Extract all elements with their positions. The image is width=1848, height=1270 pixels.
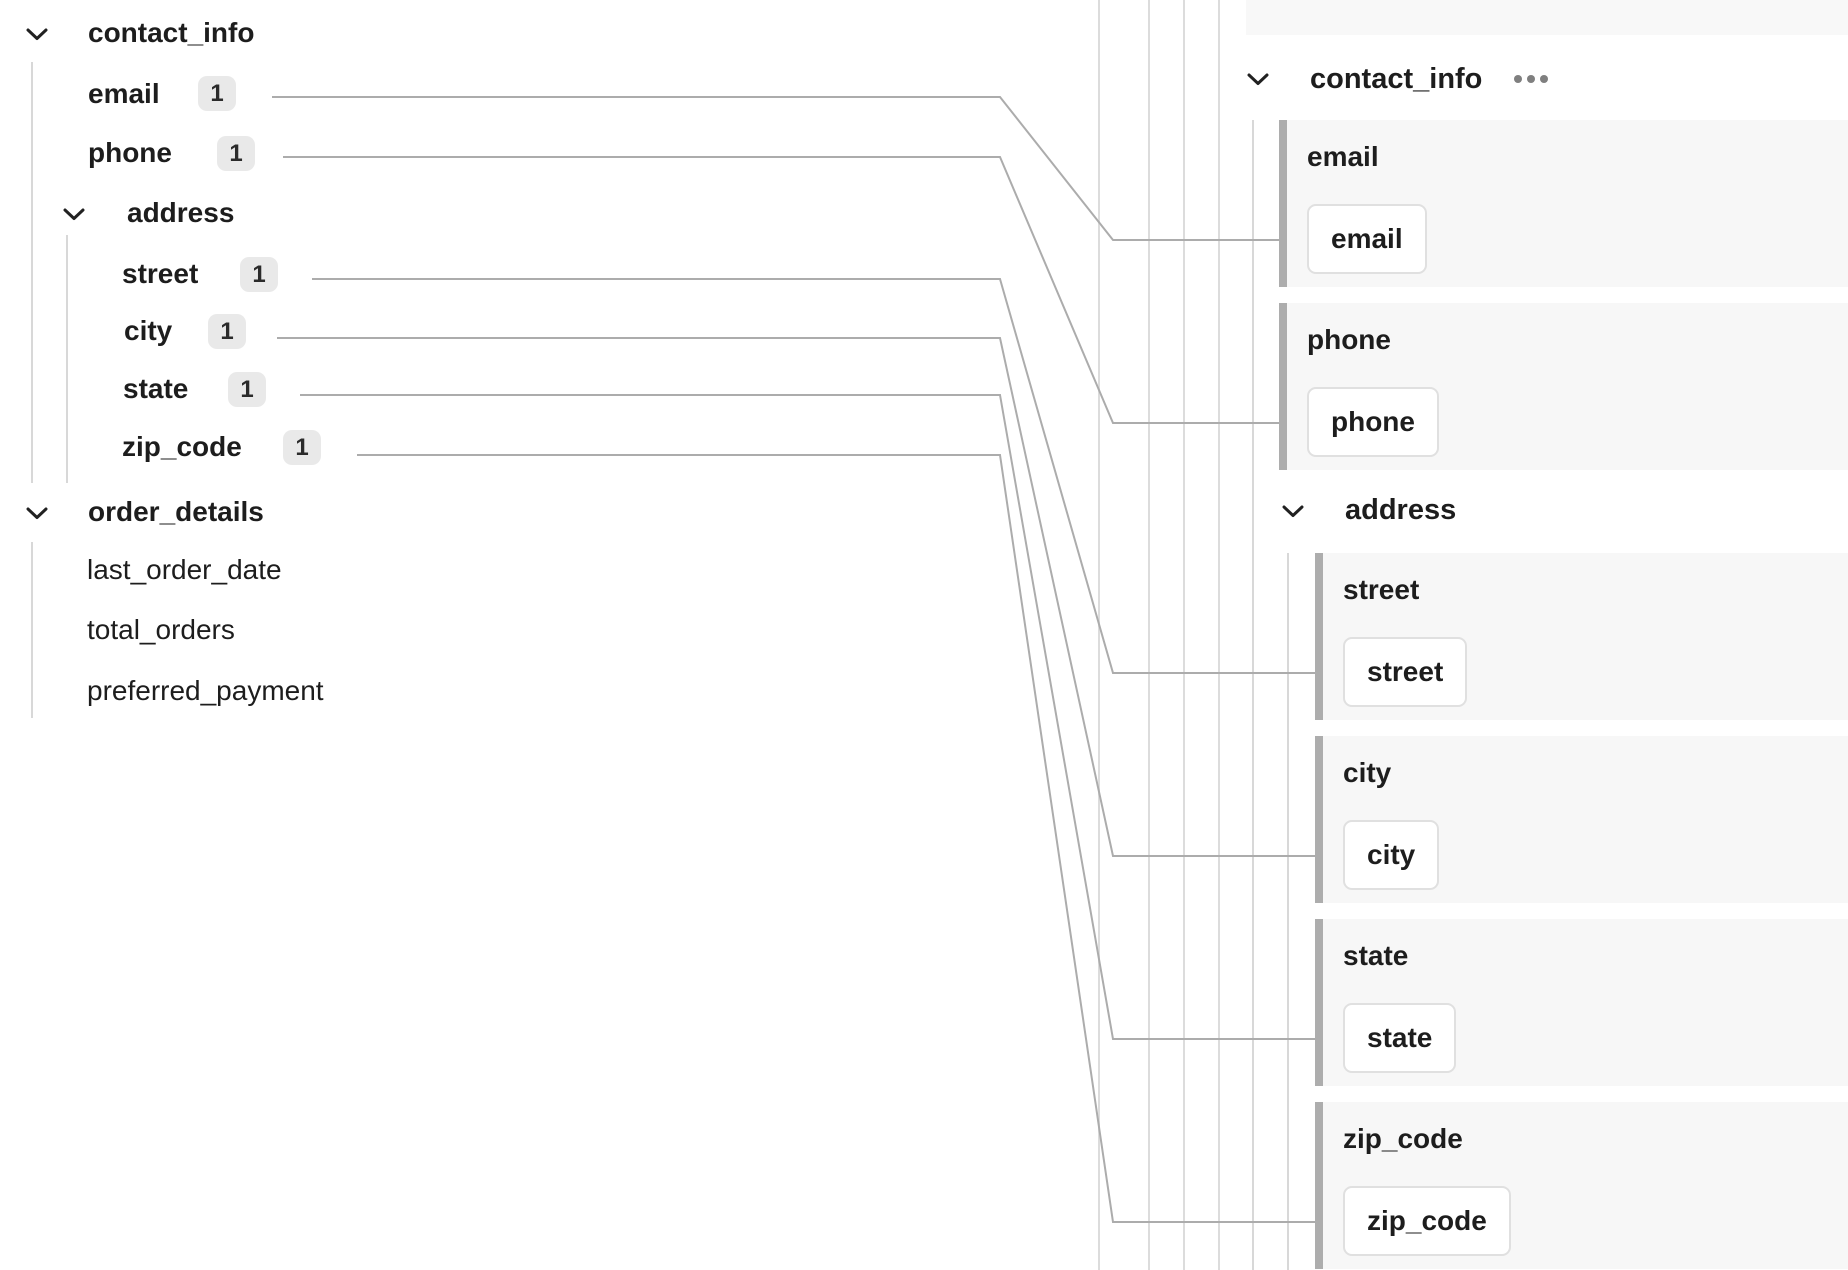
- more-options-icon[interactable]: [1514, 75, 1548, 83]
- chevron-down-icon[interactable]: [1246, 71, 1270, 87]
- target-field-card-city[interactable]: city city: [1315, 736, 1848, 903]
- source-item-total-orders[interactable]: total_orders: [87, 610, 235, 650]
- card-accent-bar: [1315, 919, 1323, 1086]
- source-item-label: total_orders: [87, 614, 235, 645]
- connector-zip-code[interactable]: [357, 454, 1317, 1223]
- mapping-count-badge: 1: [228, 372, 266, 407]
- target-group-contact-info[interactable]: contact_info: [1310, 62, 1483, 95]
- source-item-label: street: [122, 258, 199, 289]
- chevron-down-icon[interactable]: [1281, 503, 1305, 519]
- connector-state[interactable]: [300, 394, 1317, 1040]
- target-field-label: street: [1343, 574, 1420, 605]
- source-item-preferred-payment[interactable]: preferred_payment: [87, 671, 324, 711]
- mapping-count-badge: 1: [198, 76, 236, 111]
- source-item-label: email: [88, 78, 160, 109]
- mapping-count-badge: 1: [240, 257, 278, 292]
- source-item-label: state: [123, 373, 189, 404]
- source-item-phone[interactable]: phone: [88, 133, 172, 173]
- mapping-count-badge: 1: [208, 314, 246, 349]
- source-item-street[interactable]: street: [122, 254, 198, 294]
- chevron-down-icon[interactable]: [62, 206, 86, 222]
- card-accent-bar: [1279, 303, 1287, 470]
- source-item-contact-info[interactable]: contact_info: [88, 13, 254, 53]
- source-item-order-details[interactable]: order_details: [88, 492, 264, 532]
- target-field-label: email: [1307, 141, 1379, 172]
- source-item-label: zip_code: [122, 431, 242, 462]
- target-field-label: city: [1343, 757, 1392, 788]
- mapped-source-chip[interactable]: phone: [1307, 387, 1439, 457]
- connector-street[interactable]: [312, 278, 1317, 674]
- target-field-card-state[interactable]: state state: [1315, 919, 1848, 1086]
- mapping-count-badge: 1: [283, 430, 321, 465]
- source-item-label: order_details: [88, 496, 264, 527]
- source-item-label: last_order_date: [87, 554, 282, 585]
- card-accent-bar: [1315, 553, 1323, 720]
- target-group-address[interactable]: address: [1345, 493, 1457, 526]
- mapped-source-chip[interactable]: email: [1307, 204, 1427, 274]
- source-item-last-order-date[interactable]: last_order_date: [87, 550, 282, 590]
- mapped-source-chip[interactable]: city: [1343, 820, 1440, 890]
- target-field-card-zip-code[interactable]: zip_code zip_code: [1315, 1102, 1848, 1269]
- source-item-zip-code[interactable]: zip_code: [122, 427, 242, 467]
- source-item-label: contact_info: [88, 17, 255, 48]
- target-field-card-street[interactable]: street street: [1315, 553, 1848, 720]
- source-item-label: phone: [88, 137, 172, 168]
- target-field-card-phone[interactable]: phone phone: [1279, 303, 1848, 470]
- chevron-down-icon[interactable]: [25, 505, 49, 521]
- source-item-address[interactable]: address: [127, 193, 234, 233]
- mapped-source-chip[interactable]: zip_code: [1343, 1186, 1511, 1256]
- source-item-state[interactable]: state: [123, 369, 188, 409]
- card-accent-bar: [1315, 1102, 1323, 1269]
- chevron-down-icon[interactable]: [25, 26, 49, 42]
- source-item-label: city: [124, 315, 173, 346]
- source-item-city[interactable]: city: [124, 311, 172, 351]
- source-item-email[interactable]: email: [88, 74, 160, 114]
- connector-email[interactable]: [272, 96, 1281, 241]
- source-item-label: preferred_payment: [87, 675, 324, 706]
- mapped-source-chip[interactable]: street: [1343, 637, 1468, 707]
- target-field-label: phone: [1307, 324, 1391, 355]
- target-field-label: state: [1343, 940, 1409, 971]
- connector-phone[interactable]: [283, 156, 1281, 424]
- connector-city[interactable]: [277, 337, 1317, 857]
- target-field-card-email[interactable]: email email: [1279, 120, 1848, 287]
- card-accent-bar: [1279, 120, 1287, 287]
- previous-card-edge: [1246, 0, 1848, 35]
- mapped-source-chip[interactable]: state: [1343, 1003, 1457, 1073]
- card-accent-bar: [1315, 736, 1323, 903]
- mapping-count-badge: 1: [217, 136, 255, 171]
- target-field-label: zip_code: [1343, 1123, 1463, 1154]
- source-item-label: address: [127, 197, 235, 228]
